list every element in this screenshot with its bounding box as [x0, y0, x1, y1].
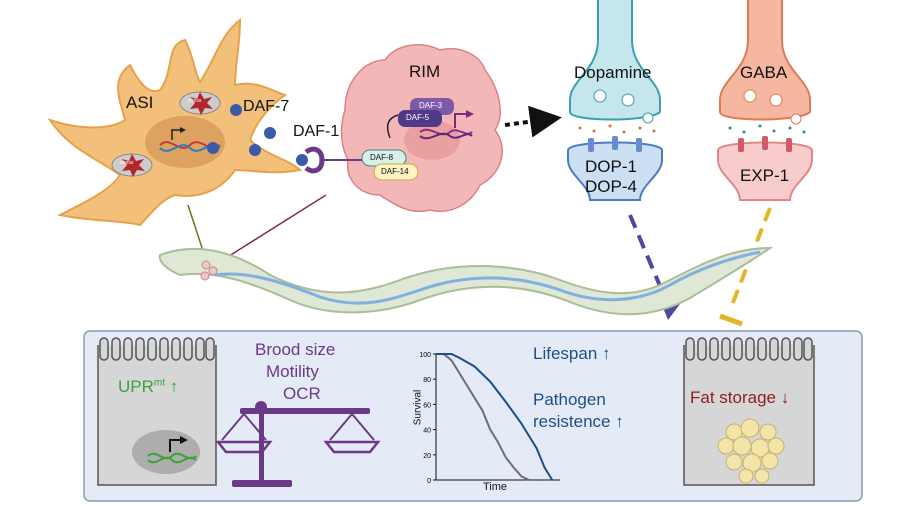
asi-neuron [47, 17, 303, 227]
daf7-label: DAF-7 [243, 98, 290, 115]
ocr-label: OCR [283, 384, 321, 403]
intestinal-cell-right [683, 337, 815, 486]
upr-main: UPR [118, 377, 154, 396]
y-axis-label: Survival [412, 389, 424, 426]
stress-label: stress [188, 98, 202, 104]
brood-size-label: Brood size [255, 340, 336, 359]
gaba-synapse [717, 0, 813, 201]
daf14-label: DAF-14 [381, 167, 409, 176]
dop1-label: DOP-1 [585, 157, 637, 176]
pathogen-label-line1: Pathogen [533, 390, 606, 409]
daf5-box [398, 110, 442, 127]
dop4-label: DOP-4 [585, 177, 637, 196]
y-tick-label: 40 [423, 428, 431, 435]
inhibition-bar [719, 313, 743, 327]
y-tick-label: 20 [423, 453, 431, 460]
dashed-activation-line [628, 214, 670, 306]
y-tick-label: 60 [423, 402, 431, 409]
daf7-ligand [249, 144, 261, 156]
motility-label: Motility [266, 362, 319, 381]
y-tick-label: 0 [427, 478, 431, 485]
daf5-label: DAF-5 [406, 113, 430, 122]
daf7-ligand [207, 142, 219, 154]
stress-label: stress [120, 160, 134, 166]
upr-label: UPRmt ↑ [118, 377, 178, 397]
dotted-arrow [504, 105, 562, 138]
lifespan-label: Lifespan ↑ [533, 344, 611, 363]
survival-series-line [436, 353, 530, 481]
dopamine-label: Dopamine [574, 63, 652, 82]
dopamine-synapse [567, 0, 663, 201]
exp1-label: EXP-1 [740, 166, 790, 185]
daf7-ligand [296, 154, 308, 166]
fat-droplets-icon [717, 418, 785, 484]
pathogen-label-line2: resistence ↑ [533, 412, 624, 431]
asi-label: ASI [126, 93, 154, 112]
asi-nucleus [145, 116, 225, 168]
daf14-box [373, 163, 419, 181]
fat-storage-label: Fat storage ↓ [690, 388, 790, 407]
x-axis-label: Time [483, 481, 508, 493]
daf8-label: DAF-8 [370, 153, 394, 162]
effects-panel [83, 330, 863, 502]
survival-chart: 0 20 40 60 80 100 [419, 352, 560, 485]
gaba-label: GABA [740, 63, 788, 82]
survival-series-line [436, 353, 554, 481]
daf7-ligand [264, 127, 276, 139]
y-tick-label: 80 [423, 377, 431, 384]
intestinal-cell-left [97, 337, 217, 486]
daf1-receptor [304, 146, 325, 174]
stress-burst-icon [190, 92, 213, 115]
y-tick-label: 100 [419, 352, 431, 359]
worm [158, 246, 774, 316]
daf3-label: DAF-3 [419, 101, 443, 110]
rim-label: RIM [409, 62, 441, 81]
upr-arrow: ↑ [169, 377, 179, 396]
stress-burst-icon [122, 154, 145, 177]
balance-scale-icon [215, 401, 381, 487]
upr-superscript: mt [153, 377, 166, 389]
daf7-ligand [230, 104, 242, 116]
daf1-label: DAF-1 [293, 123, 340, 140]
